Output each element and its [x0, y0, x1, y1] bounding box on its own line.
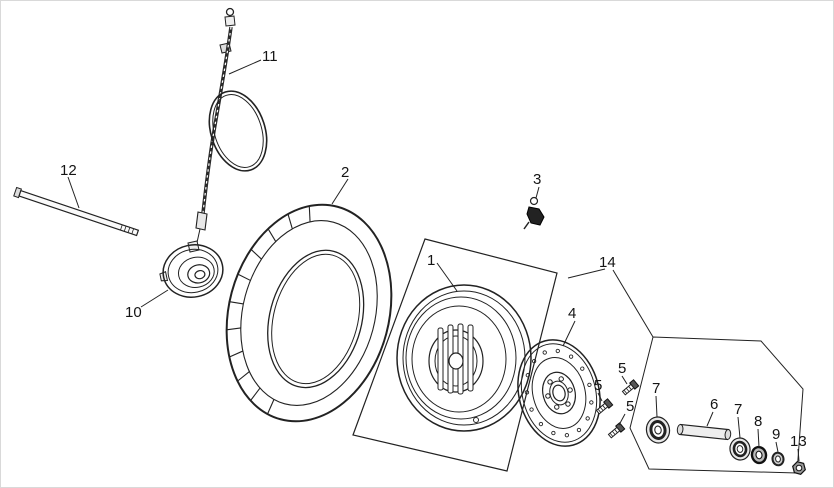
- oil-seal: [750, 445, 768, 465]
- callout-14: 14: [599, 254, 616, 271]
- leader-5b: [621, 375, 628, 385]
- bolt: [621, 379, 640, 396]
- callout-8: 8: [754, 413, 762, 430]
- leader-11: [228, 59, 262, 75]
- callout-7a: 7: [652, 380, 660, 397]
- bolt: [607, 422, 626, 439]
- cable-loop: [208, 90, 268, 172]
- callout-5b: 5: [618, 360, 626, 377]
- leader-3: [535, 186, 540, 199]
- assembly-outline: [567, 268, 804, 474]
- callout-7b: 7: [734, 401, 742, 418]
- leader-6: [706, 411, 714, 427]
- callout-9: 9: [772, 426, 780, 443]
- callout-3: 3: [533, 171, 541, 188]
- callout-5c: 5: [626, 398, 634, 415]
- speedometer-gear-unit: [159, 240, 224, 298]
- callout-12: 12: [60, 162, 77, 179]
- rim-boundary-box: [352, 238, 558, 472]
- clamp-bracket: [523, 196, 545, 230]
- leader-5a: [597, 392, 603, 402]
- leader-8: [757, 428, 760, 448]
- bearing: [645, 416, 671, 444]
- callout-2: 2: [341, 164, 349, 181]
- callout-11: 11: [262, 48, 278, 65]
- tire-tread-marks: [226, 206, 311, 415]
- leader-1: [436, 262, 458, 292]
- disc-perforations: [524, 348, 594, 438]
- tire: [225, 203, 393, 423]
- rim-spokes: [437, 323, 474, 395]
- callout-10: 10: [125, 304, 142, 321]
- collar: [771, 451, 785, 467]
- front-axle: [13, 186, 140, 237]
- callout-1: 1: [427, 252, 435, 269]
- leader-7a: [655, 395, 658, 418]
- callout-5a: 5: [594, 377, 602, 394]
- leader-7b: [737, 416, 741, 439]
- leader-13: [797, 448, 800, 462]
- bearing: [729, 437, 751, 461]
- leader-2: [331, 178, 349, 205]
- spacer-tube: [676, 423, 732, 441]
- leader-12: [67, 176, 80, 209]
- speedometer-cable: [195, 7, 268, 248]
- leader-lines: [67, 59, 800, 462]
- bolt: [595, 398, 614, 415]
- leader-4: [562, 320, 576, 347]
- callout-6: 6: [710, 396, 718, 413]
- disc-bolt-holes: [545, 376, 573, 410]
- callout-4: 4: [568, 305, 576, 322]
- leader-10: [140, 289, 169, 308]
- brake-disc: [517, 339, 601, 447]
- leader-5c: [618, 413, 626, 426]
- callout-labels: 11 12 10 2 1 3 4 14 5 5 5 7 6 7 8 9 13: [60, 48, 807, 450]
- callout-13: 13: [790, 433, 807, 450]
- axle-nut: [792, 461, 806, 475]
- wheel-rim: [396, 284, 532, 432]
- leader-9: [775, 441, 779, 453]
